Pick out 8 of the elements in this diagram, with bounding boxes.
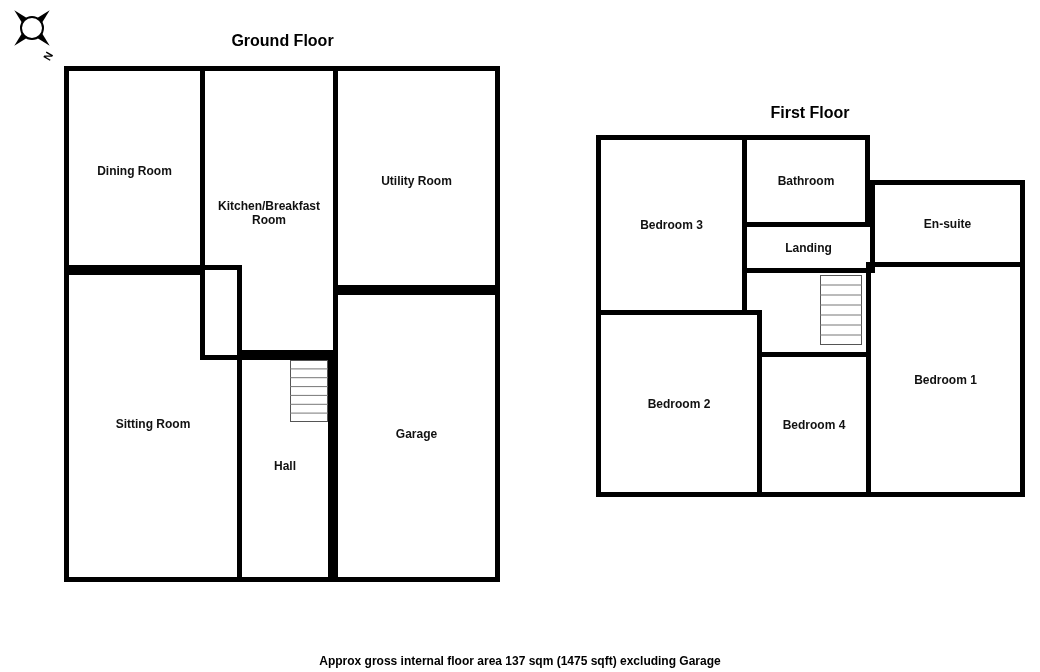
north-label: N bbox=[40, 49, 56, 63]
room: Bedroom 1 bbox=[866, 262, 1025, 497]
floor-heading: First Floor bbox=[770, 104, 850, 122]
room: Sitting Room bbox=[64, 265, 242, 582]
floor-heading: Ground Floor bbox=[231, 32, 334, 50]
room: Garage bbox=[333, 285, 500, 582]
room: Bedroom 2 bbox=[596, 310, 762, 497]
floor-area-caption: Approx gross internal floor area 137 sqm (1475 sqft) excluding Garage bbox=[318, 654, 722, 668]
